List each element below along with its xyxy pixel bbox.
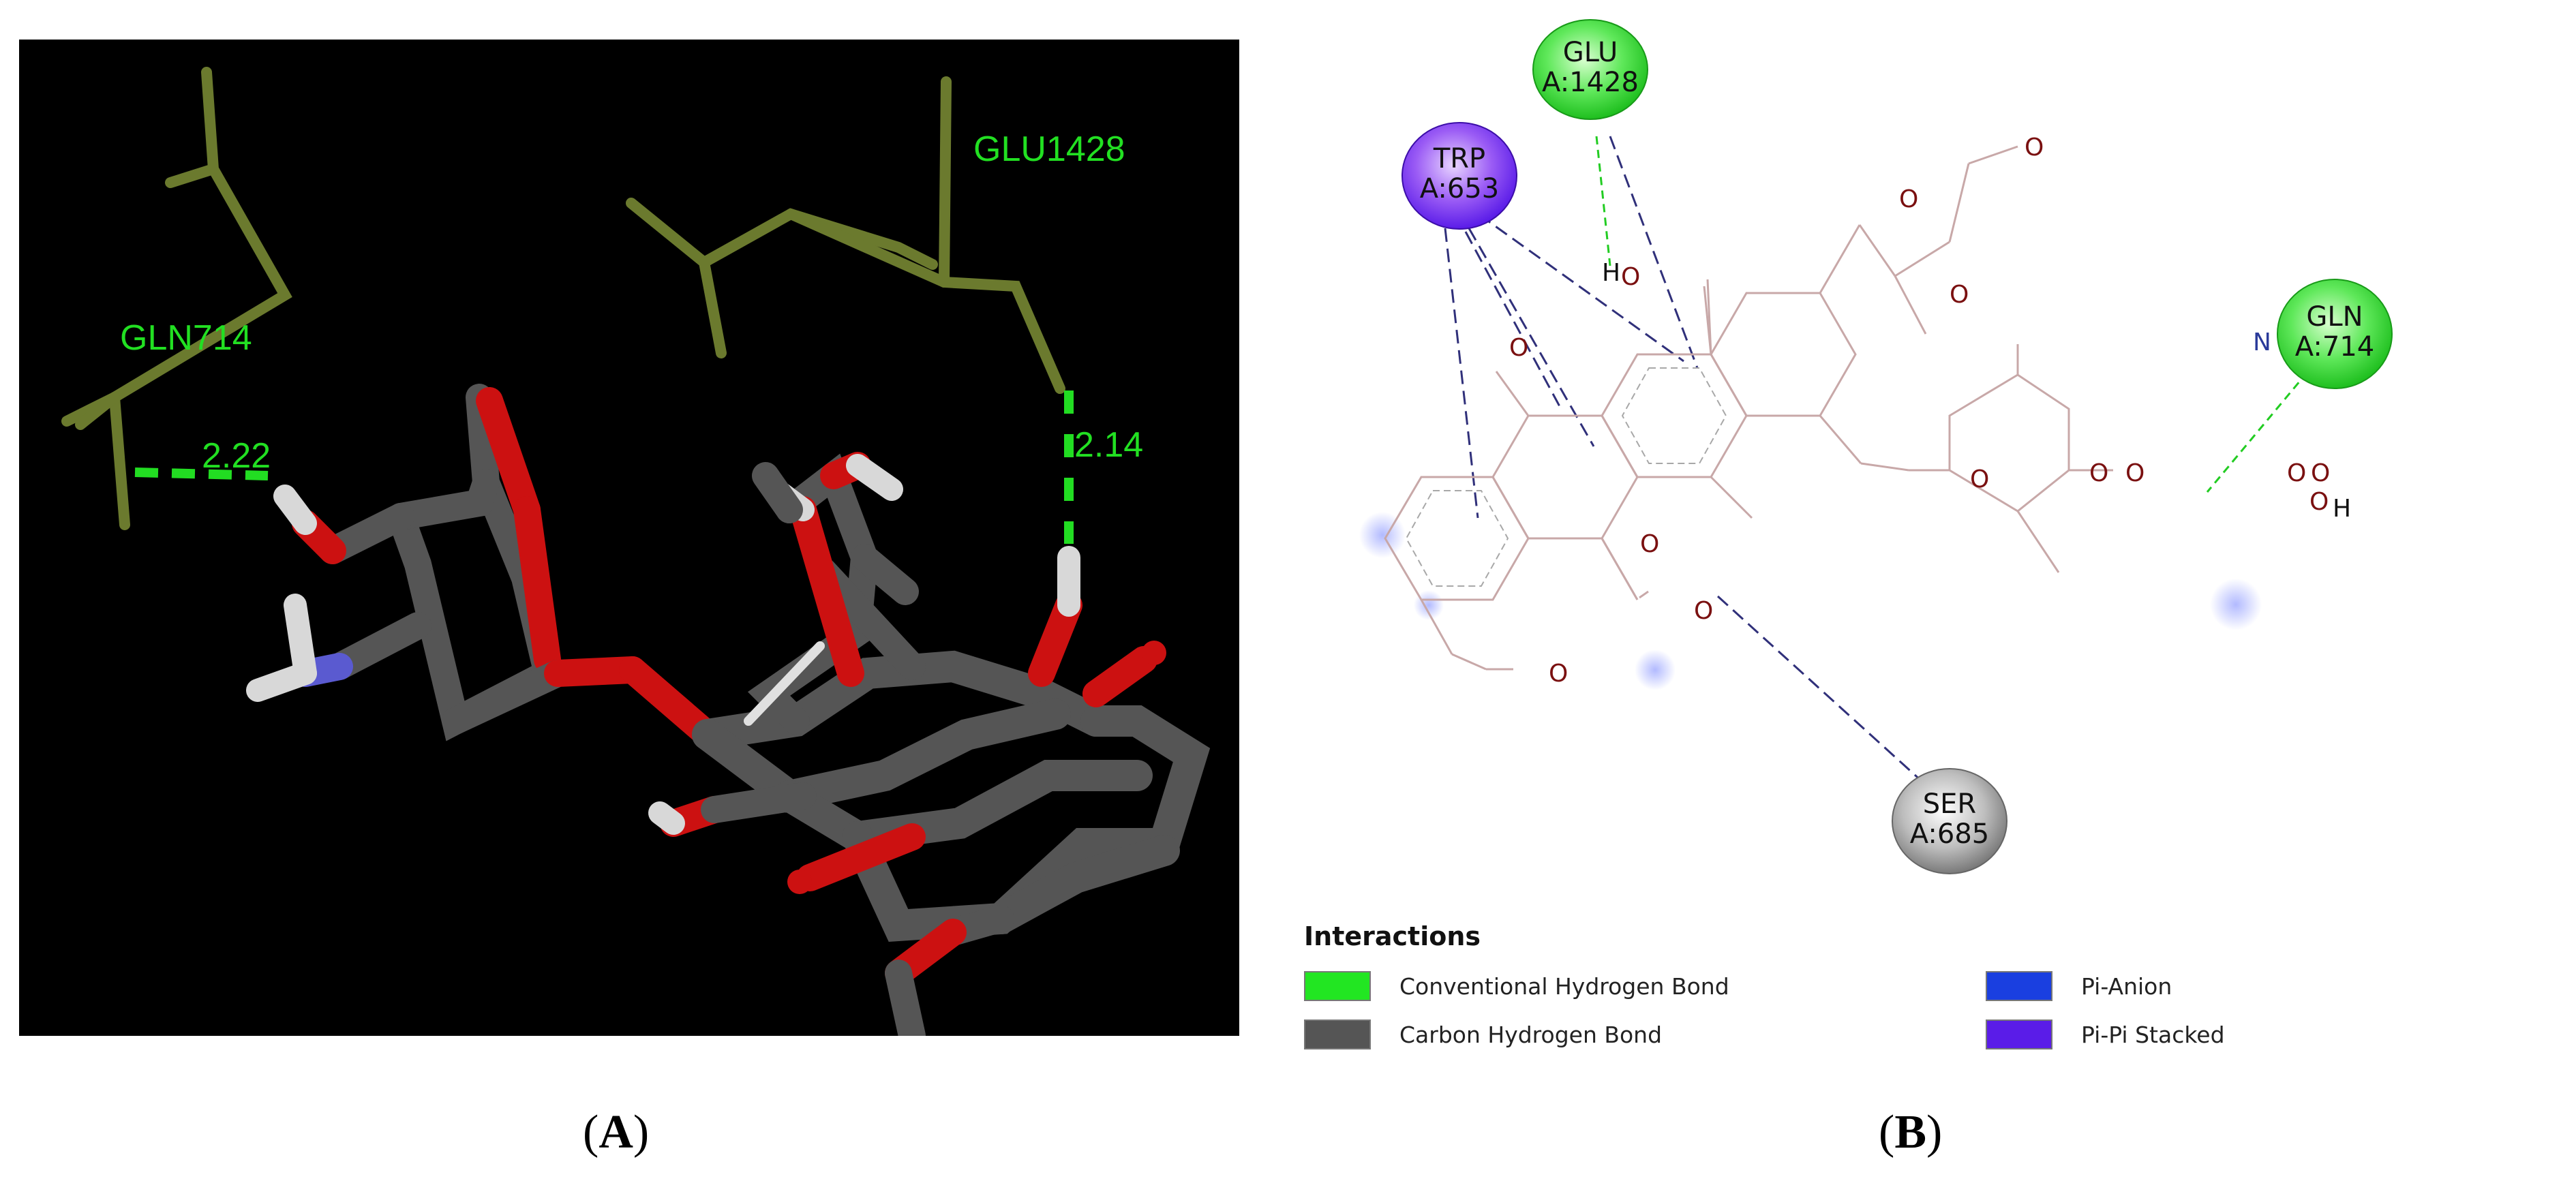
atom-o: O	[1549, 660, 1568, 688]
legend-label: Carbon Hydrogen Bond	[1399, 1021, 1663, 1048]
panel-a-letter: A	[598, 1106, 633, 1159]
atom-o: O	[1950, 281, 1969, 309]
panel-b-letter: B	[1894, 1106, 1927, 1159]
hbond-dashes	[134, 390, 1074, 544]
atom-o: O	[1509, 334, 1528, 362]
legend-item-carbon-hbond: Carbon Hydrogen Bond	[1304, 1019, 1662, 1049]
ligand-sticks	[246, 384, 1211, 1036]
residue-chain: A:714	[2295, 331, 2374, 363]
panel-b-2d-diagram: O O O O O O O O O O O O O O N H H H GLU …	[1359, 19, 2393, 874]
legend-label: Pi-Anion	[2081, 972, 2172, 1000]
atom-o: O	[2309, 488, 2329, 516]
solvent-halos	[1359, 512, 2262, 690]
atom-o: O	[2089, 459, 2108, 487]
glu1428-residue-sticks	[626, 76, 1065, 394]
atom-o: O	[2025, 134, 2044, 162]
legend-swatch	[1986, 971, 2052, 1001]
ligand-skeleton	[1384, 145, 2113, 671]
residue-trp-653[interactable]: TRP A:653	[1401, 122, 1517, 230]
distance-label-gln: 2.22	[202, 436, 271, 476]
residue-name: GLU	[1563, 37, 1618, 68]
legend-swatch	[1304, 971, 1371, 1001]
legend-title: Interactions	[1304, 921, 1481, 951]
panel-a-label: (A)	[583, 1106, 650, 1159]
atom-h: H	[2333, 495, 2351, 523]
atom-n: N	[2253, 328, 2271, 356]
residue-glu-1428[interactable]: GLU A:1428	[1532, 19, 1648, 120]
legend-item-conventional-hbond: Conventional Hydrogen Bond	[1304, 971, 1729, 1001]
atom-h: H	[1602, 259, 1620, 287]
carbonyl-oxygen-sphere	[787, 870, 812, 894]
carbonyl-oxygen-sphere	[1142, 641, 1166, 665]
residue-name: SER	[1923, 788, 1976, 820]
atom-o: O	[1621, 263, 1640, 291]
residue-name: TRP	[1433, 143, 1485, 174]
atom-labels: O O O O O O O O O O O O O O	[1509, 134, 2330, 688]
residue-chain: A:653	[1420, 173, 1499, 204]
aromatic-rings-inner	[1405, 367, 1727, 587]
atom-o: O	[2311, 459, 2330, 487]
distance-label-glu: 2.14	[1074, 425, 1143, 465]
atom-o: O	[1899, 185, 1918, 213]
atom-o: O	[1640, 530, 1659, 558]
legend-item-pi-anion: Pi-Anion	[1986, 971, 2172, 1001]
legend-swatch	[1304, 1019, 1371, 1049]
residue-ser-685[interactable]: SER A:685	[1892, 768, 2007, 874]
interaction-lines	[1444, 136, 2309, 783]
gln714-label: GLN714	[120, 318, 252, 358]
atom-o: O	[2125, 459, 2145, 487]
legend-swatch	[1986, 1019, 2052, 1049]
atom-o: O	[2287, 459, 2306, 487]
atom-o: O	[1970, 465, 1989, 493]
residue-name: GLN	[2306, 301, 2363, 333]
residue-chain: A:1428	[1542, 67, 1639, 98]
glu1428-label: GLU1428	[973, 129, 1125, 169]
legend-label: Pi-Pi Stacked	[2081, 1021, 2225, 1048]
panel-a-3d-view: GLU1428 GLN714 2.22 2.14	[19, 40, 1239, 1036]
gln714-residue-sticks	[61, 67, 292, 530]
residue-gln-714[interactable]: GLN A:714	[2277, 279, 2393, 389]
panel-b-label: (B)	[1879, 1106, 1943, 1159]
legend-item-pi-pi-stacked: Pi-Pi Stacked	[1986, 1019, 2225, 1049]
residue-chain: A:685	[1910, 818, 1989, 850]
atom-o: O	[1694, 597, 1713, 625]
legend-label: Conventional Hydrogen Bond	[1399, 972, 1729, 1000]
